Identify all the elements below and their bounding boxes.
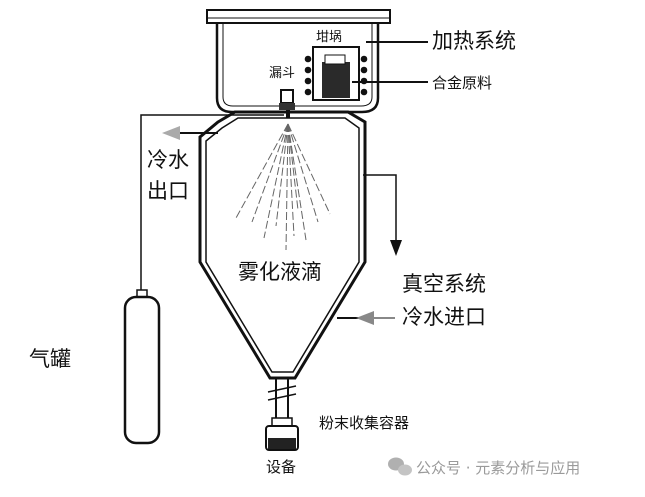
cooling-water-inlet-arrow [356, 311, 374, 325]
vacuum-arrow [390, 240, 402, 256]
alloy-material-label: 合金原料 [432, 74, 493, 92]
equipment-label: 设备 [266, 458, 297, 476]
heating-coil-right [360, 55, 368, 96]
wechat-icon [388, 457, 412, 476]
atomized-droplets-label: 雾化液滴 [238, 260, 322, 284]
vacuum-line [363, 174, 397, 242]
funnel [279, 89, 295, 118]
funnel-label: 漏斗 [269, 66, 296, 81]
atomizing-chamber-inner [205, 117, 360, 373]
cooling-water-outlet-label-1: 冷水 [147, 148, 189, 172]
cooling-water-inlet-label: 冷水进口 [402, 305, 486, 329]
vacuum-system-label: 真空系统 [402, 272, 486, 296]
crucible-label: 坩埚 [316, 30, 343, 45]
atomized-droplet-spray [235, 123, 331, 251]
cooling-water-outlet-arrow [162, 126, 180, 140]
gas-tank [123, 289, 161, 445]
powder-collector [265, 417, 299, 451]
watermark-text: 公众号 · 元素分析与应用 [416, 459, 581, 477]
atomizing-chamber-outer [198, 110, 367, 380]
cooling-water-outlet-label-2: 出口 [147, 179, 189, 203]
crucible [312, 46, 360, 101]
gas-tank-label: 气罐 [29, 347, 71, 371]
powder-collector-label: 粉末收集容器 [319, 414, 410, 432]
furnace-lid [206, 9, 391, 24]
heating-system-label: 加热系统 [432, 29, 516, 53]
heating-coil-left [304, 55, 312, 96]
gas-pipe [140, 114, 284, 292]
